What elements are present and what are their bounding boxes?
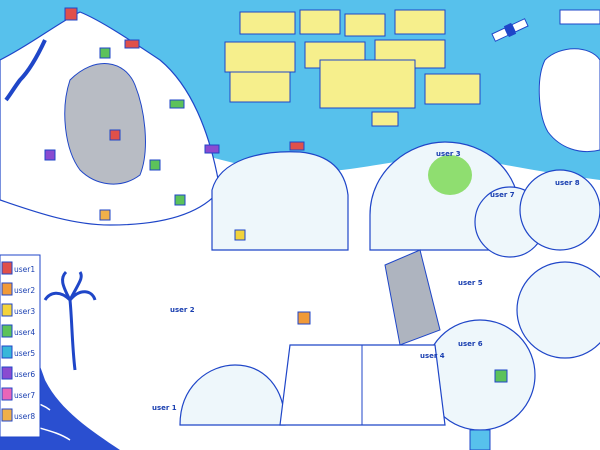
screen-icon [299, 9, 341, 35]
legend-item: user2 [1, 282, 35, 296]
dome-user8 [519, 169, 600, 251]
legend-item: user7 [1, 387, 35, 401]
legend-item: user8 [1, 408, 35, 422]
virtual-screens [224, 9, 481, 127]
screen-icon [344, 13, 386, 37]
screen-icon [224, 41, 296, 73]
legend-swatch [1, 324, 13, 338]
legend-swatch [1, 387, 13, 401]
legend-item: user6 [1, 366, 35, 380]
rocky-cliff [64, 63, 146, 185]
label-user2: user 2 [170, 306, 195, 314]
warehouse-dome [211, 151, 349, 251]
screen-icon [239, 11, 296, 35]
screen-icon [394, 9, 446, 35]
screen-icon [424, 73, 481, 105]
space-station [538, 48, 600, 153]
legend-label: user3 [14, 307, 35, 316]
legend-panel: user1 user2 user3 user4 user5 user6 user… [0, 254, 41, 438]
gray-board [384, 249, 441, 346]
dome-user6-stand [469, 429, 491, 450]
legend-swatch [1, 366, 13, 380]
dome-right [516, 261, 600, 359]
legend-label: user2 [14, 286, 35, 295]
legend-label: user4 [14, 328, 35, 337]
legend-swatch [1, 408, 13, 422]
legend-swatch [1, 282, 13, 296]
legend-item: user5 [1, 345, 35, 359]
mountain-stream [4, 39, 47, 102]
legend-item: user3 [1, 303, 35, 317]
legend-item: user4 [1, 324, 35, 338]
label-user7: user 7 [490, 191, 515, 199]
legend-label: user7 [14, 391, 35, 400]
legend-swatch [1, 303, 13, 317]
legend-item: user1 [1, 261, 35, 275]
screen-icon [229, 71, 291, 103]
legend-label: user1 [14, 265, 35, 274]
legend-label: user6 [14, 370, 35, 379]
legend-swatch [1, 261, 13, 275]
label-user8: user 8 [555, 179, 580, 187]
glowing-performer [428, 155, 472, 195]
screen-icon [371, 111, 399, 127]
label-user3: user 3 [436, 150, 461, 158]
label-user4: user 4 [420, 352, 445, 360]
drone-icon [124, 39, 305, 154]
label-user6: user 6 [458, 340, 483, 348]
legend-swatch [1, 345, 13, 359]
robot-icon [44, 7, 508, 383]
label-user1: user 1 [152, 404, 177, 412]
space-station-arm [559, 9, 600, 25]
palm-tree-icon [43, 270, 97, 371]
satellite-icon [491, 18, 529, 42]
label-user5: user 5 [458, 279, 483, 287]
legend-label: user8 [14, 412, 35, 421]
legend-label: user5 [14, 349, 35, 358]
dome-user1 [179, 364, 286, 426]
screen-icon [319, 59, 416, 109]
